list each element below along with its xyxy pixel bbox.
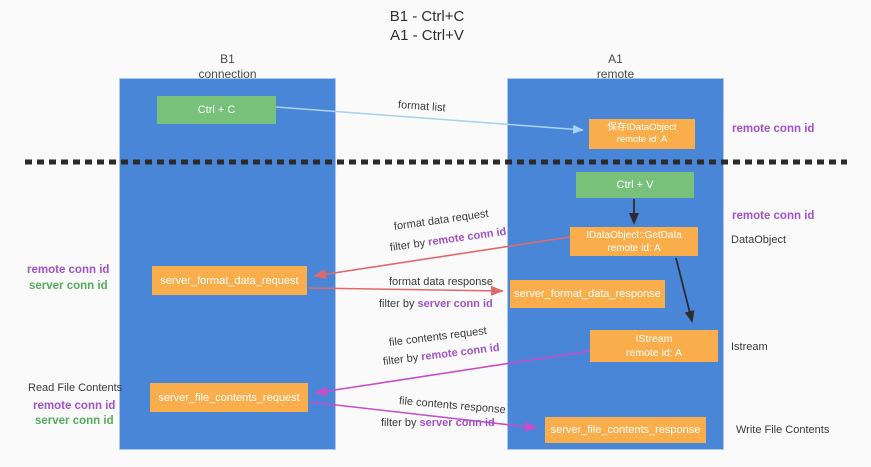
server-conn-id-text: server conn id — [417, 298, 493, 310]
node-server-file-contents-request-label: server_file_contents_request — [158, 391, 300, 404]
filter-by-text: filter by — [381, 417, 417, 429]
node-server-format-data-response: server_format_data_response — [510, 280, 665, 308]
label-remote-conn-id-right-1: remote conn id — [732, 123, 815, 135]
node-server-file-contents-request: server_file_contents_request — [150, 383, 308, 412]
node-save-idataobject: 保存IDataObject remote id: A — [589, 119, 695, 149]
node-server-file-contents-response-label: server_file_contents_response — [550, 424, 701, 436]
lane-b1-name: B1 — [220, 52, 235, 66]
node-ctrl-c-label: Ctrl + C — [197, 104, 236, 116]
node-idataobject-getdata: IDataObject::GetData remote id: A — [570, 227, 698, 256]
lane-b1-role: connection — [198, 67, 257, 81]
node-ctrl-v: Ctrl + V — [576, 172, 694, 198]
filter-by-text: filter by — [379, 298, 415, 310]
lane-header-b1: B1 connection — [119, 52, 336, 82]
label-istream: Istream — [731, 341, 768, 353]
node-ctrl-v-label: Ctrl + V — [616, 179, 654, 191]
label-filter-by-server-conn-id-1: filter by server conn id — [379, 298, 493, 310]
node-ctrl-c: Ctrl + C — [157, 96, 276, 124]
title-line-2: A1 - Ctrl+V — [390, 27, 464, 44]
node-idataobject-getdata-line2: remote id: A — [607, 242, 661, 254]
lane-a1-name: A1 — [608, 52, 623, 66]
node-istream: IStream remote id: A — [590, 330, 718, 362]
node-server-format-data-request: server_format_data_request — [152, 266, 307, 295]
node-idataobject-getdata-line1: IDataObject::GetData — [586, 229, 682, 241]
remote-conn-id-text: remote conn id — [427, 225, 508, 249]
node-server-file-contents-response: server_file_contents_response — [545, 417, 706, 443]
label-read-file-contents: Read File Contents — [28, 382, 123, 394]
label-file-contents-response: file contents response — [398, 395, 507, 417]
diagram-title: B1 - Ctrl+C A1 - Ctrl+V — [0, 7, 854, 45]
lane-a1-role: remote — [596, 67, 635, 81]
filter-by-text: filter by — [389, 237, 426, 254]
node-server-format-data-response-label: server_format_data_response — [514, 288, 661, 300]
node-save-idataobject-line1: 保存IDataObject — [607, 121, 677, 133]
label-remote-conn-id-left-1: remote conn id — [27, 264, 110, 276]
label-remote-conn-id-left-2: remote conn id — [33, 400, 116, 412]
label-format-list: format list — [397, 99, 446, 115]
node-istream-line1: IStream — [635, 333, 673, 345]
label-server-conn-id-left-1: server conn id — [29, 280, 108, 292]
remote-conn-id-text: remote conn id — [420, 341, 501, 364]
label-write-file-contents: Write File Contents — [736, 424, 830, 436]
filter-by-text: filter by — [382, 351, 419, 368]
node-save-idataobject-line2: remote id: A — [616, 134, 668, 145]
node-server-format-data-request-label: server_format_data_request — [160, 274, 299, 287]
label-remote-conn-id-right-2: remote conn id — [732, 210, 815, 222]
lane-header-a1: A1 remote — [507, 52, 724, 82]
node-istream-line2: remote id: A — [625, 347, 683, 359]
label-filter-by-server-conn-id-2: filter by server conn id — [381, 417, 495, 429]
title-line-1: B1 - Ctrl+C — [389, 8, 465, 25]
format-data-response-arrow — [308, 285, 504, 296]
label-format-data-response: format data response — [389, 276, 493, 288]
label-dataobject: DataObject — [731, 234, 787, 246]
label-server-conn-id-left-2: server conn id — [35, 415, 114, 427]
server-conn-id-text: server conn id — [419, 417, 495, 429]
